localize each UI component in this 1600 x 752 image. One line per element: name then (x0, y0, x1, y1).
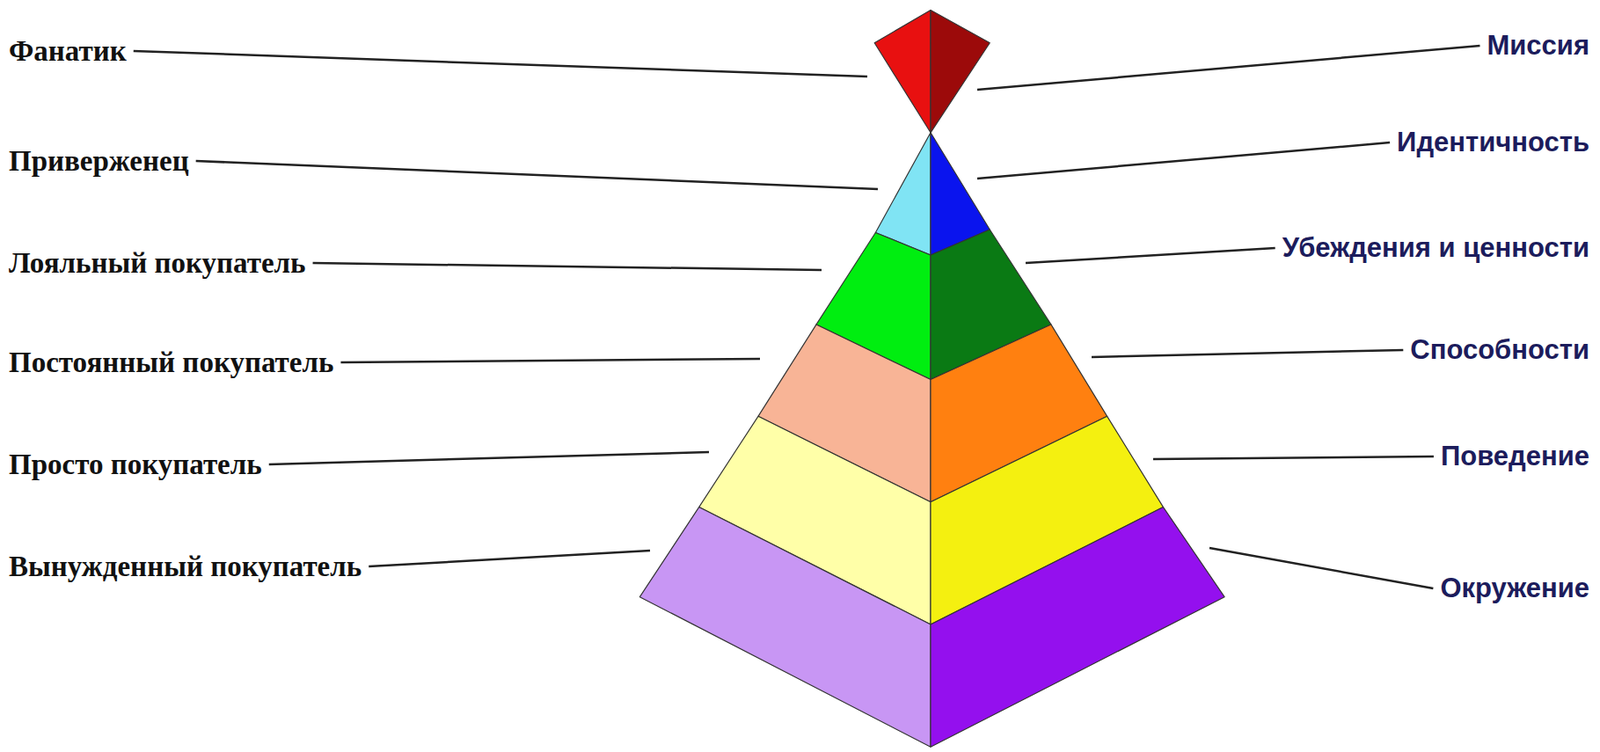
leader-line (1209, 547, 1433, 589)
leader-line (977, 45, 1480, 90)
level-name: Убеждения и ценности (1282, 233, 1590, 264)
level-name: Поведение (1440, 441, 1590, 472)
diamond-left (874, 10, 931, 133)
leader-line (1025, 248, 1276, 264)
level-name: Способности (1410, 335, 1590, 366)
level-name: Окружение (1439, 573, 1590, 604)
customer-type: Приверженец (8, 145, 190, 177)
level-name: Миссия (1486, 30, 1590, 61)
leader-line (1153, 456, 1434, 460)
customer-type: Вынужденный покупатель (8, 550, 362, 583)
leader-line (196, 160, 878, 190)
leader-line (313, 263, 822, 271)
leader-line (269, 452, 709, 465)
leader-line (977, 142, 1390, 179)
band-right (930, 507, 1225, 748)
band-left (639, 507, 931, 748)
customer-type: Фанатик (8, 35, 127, 67)
leader-line (133, 51, 868, 77)
customer-type: Лояльный покупатель (8, 247, 307, 279)
leader-line (1091, 350, 1403, 358)
customer-type: Просто покупатель (8, 448, 263, 481)
diamond-right (930, 10, 990, 133)
leader-line (340, 358, 760, 363)
level-name: Идентичность (1396, 127, 1590, 158)
leader-line (368, 550, 651, 567)
customer-type: Постоянный покупатель (8, 346, 334, 379)
